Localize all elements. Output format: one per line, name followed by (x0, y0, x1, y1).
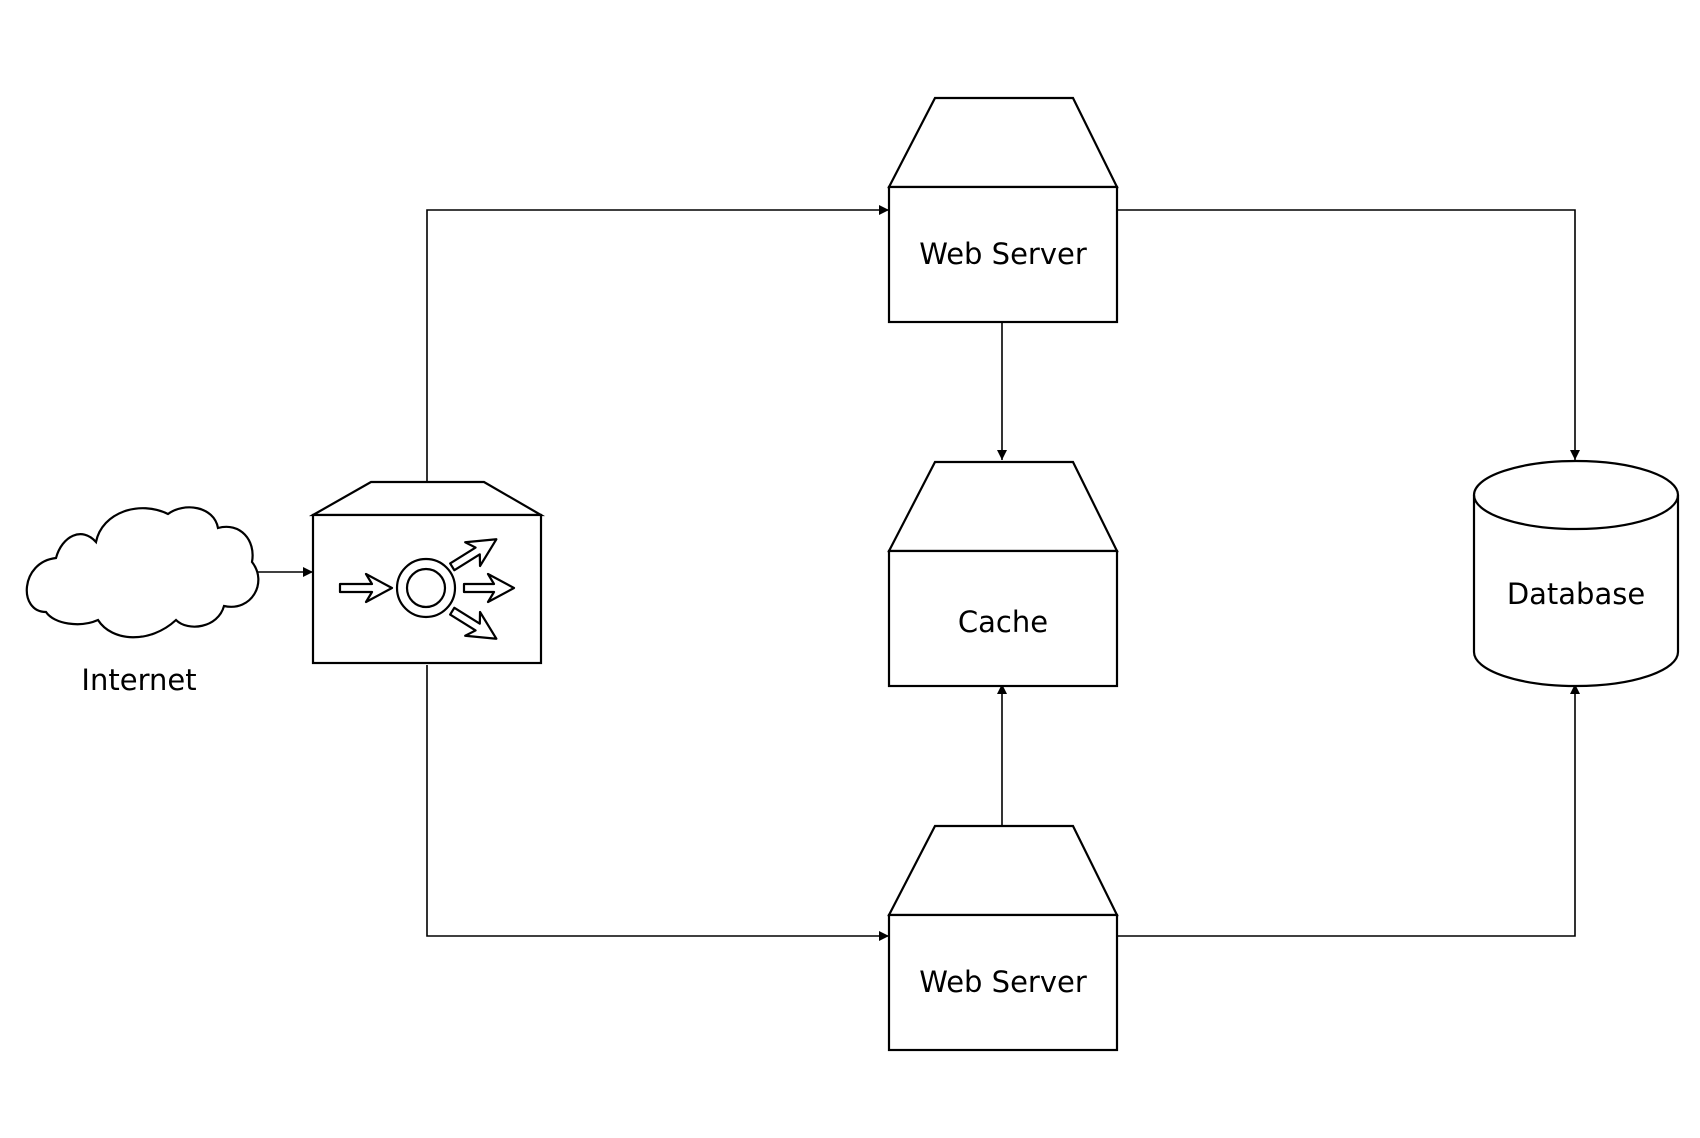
outgoing-arrow-up-icon (449, 538, 498, 572)
internet-label: Internet (81, 663, 196, 697)
web-server-top-node: Web Server (887, 96, 1119, 324)
web-server-top-bevel (887, 96, 1119, 189)
web-server-top-label: Web Server (919, 237, 1087, 271)
cache-label: Cache (958, 605, 1048, 639)
database-cylinder-icon (1472, 459, 1680, 688)
outgoing-arrow-right-icon (462, 572, 516, 604)
load-balancer-icon (338, 538, 516, 640)
edge-web-server-bottom-to-database (1115, 684, 1580, 937)
web-server-bottom-node: Web Server (887, 824, 1119, 1052)
edge-load-balancer-to-web-server-bottom (426, 665, 889, 941)
edges (253, 205, 1580, 941)
balancer-inner-ring (405, 567, 447, 609)
database-node: Database (1472, 459, 1680, 688)
load-balancer-top-bevel (308, 480, 546, 517)
outgoing-arrow-down-icon (449, 606, 498, 640)
edge-load-balancer-to-web-server-top (426, 205, 889, 483)
web-server-bottom-body (887, 913, 1119, 1052)
load-balancer-node (308, 480, 546, 665)
web-server-top-body (887, 185, 1119, 324)
cloud-icon (25, 506, 260, 639)
database-label: Database (1507, 577, 1645, 611)
cache-node: Cache (887, 460, 1119, 688)
internet-node: Internet (25, 506, 260, 697)
web-server-bottom-label: Web Server (919, 965, 1087, 999)
cache-bevel (887, 460, 1119, 553)
database-cylinder-rim (1472, 494, 1680, 531)
edge-web-server-top-to-database (1115, 209, 1580, 460)
cache-body (887, 549, 1119, 688)
incoming-arrow-icon (338, 572, 394, 604)
web-server-bottom-bevel (887, 824, 1119, 917)
